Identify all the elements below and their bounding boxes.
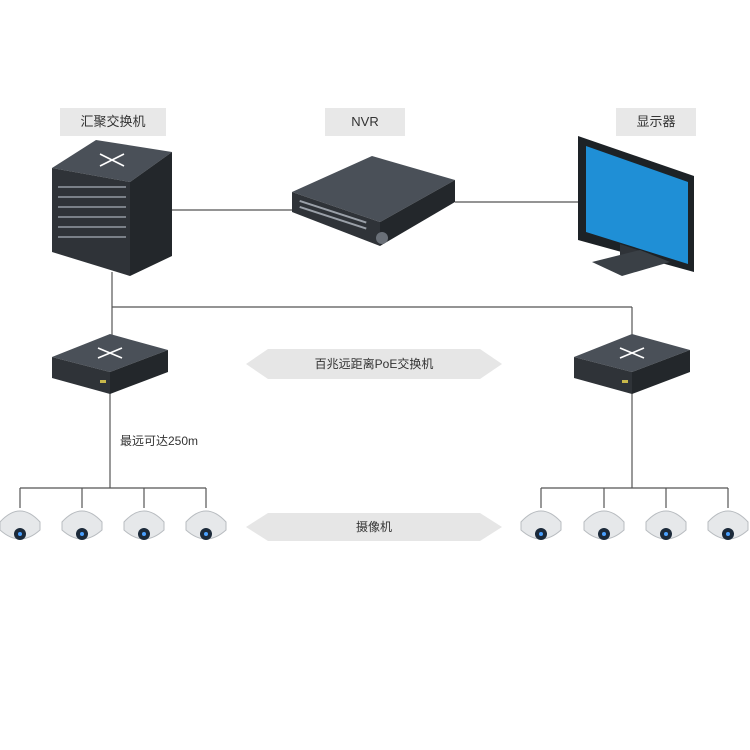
camera-icon (645, 510, 687, 540)
connection-lines (19, 201, 729, 508)
camera-icon (583, 510, 625, 540)
nvr-label: NVR (325, 108, 405, 136)
camera-arrow-shape (246, 513, 502, 541)
aggregation-switch-label: 汇聚交换机 (60, 108, 166, 136)
camera-icon (123, 510, 165, 540)
right-poe-switch-icon (574, 334, 690, 394)
poe-switch-label: 百兆远距离PoE交换机 (314, 357, 434, 371)
camera-icon (520, 510, 562, 540)
camera-icon (0, 510, 41, 540)
nvr-icon (292, 156, 455, 246)
camera-label: 摄像机 (355, 520, 392, 534)
monitor-icon (578, 136, 694, 276)
aggregation-switch-icon (52, 140, 172, 276)
poe-arrow-shape (246, 349, 502, 379)
max-distance-label: 最远可达250m (120, 434, 199, 448)
camera-icon (61, 510, 103, 540)
monitor-label: 显示器 (616, 108, 696, 136)
camera-icon (185, 510, 227, 540)
camera-icon (707, 510, 749, 540)
left-poe-switch-icon (52, 334, 168, 394)
